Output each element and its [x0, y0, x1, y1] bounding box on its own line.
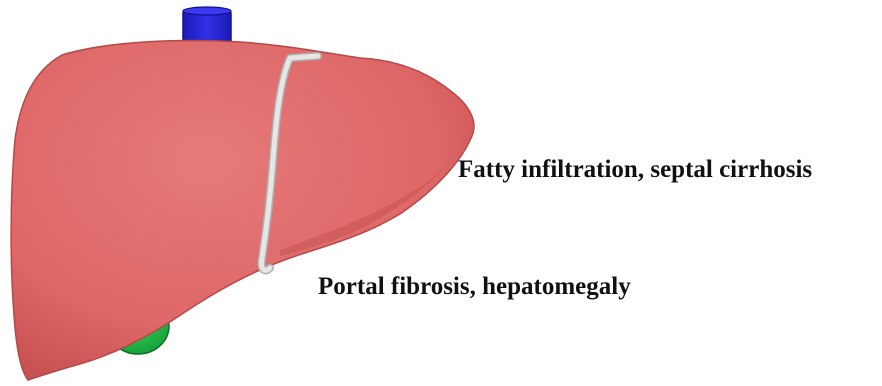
- liver: [11, 41, 474, 380]
- lower-label: Portal fibrosis, hepatomegaly: [318, 274, 631, 299]
- right-lobe-label: Fatty infiltration, septal cirrhosis: [458, 157, 812, 182]
